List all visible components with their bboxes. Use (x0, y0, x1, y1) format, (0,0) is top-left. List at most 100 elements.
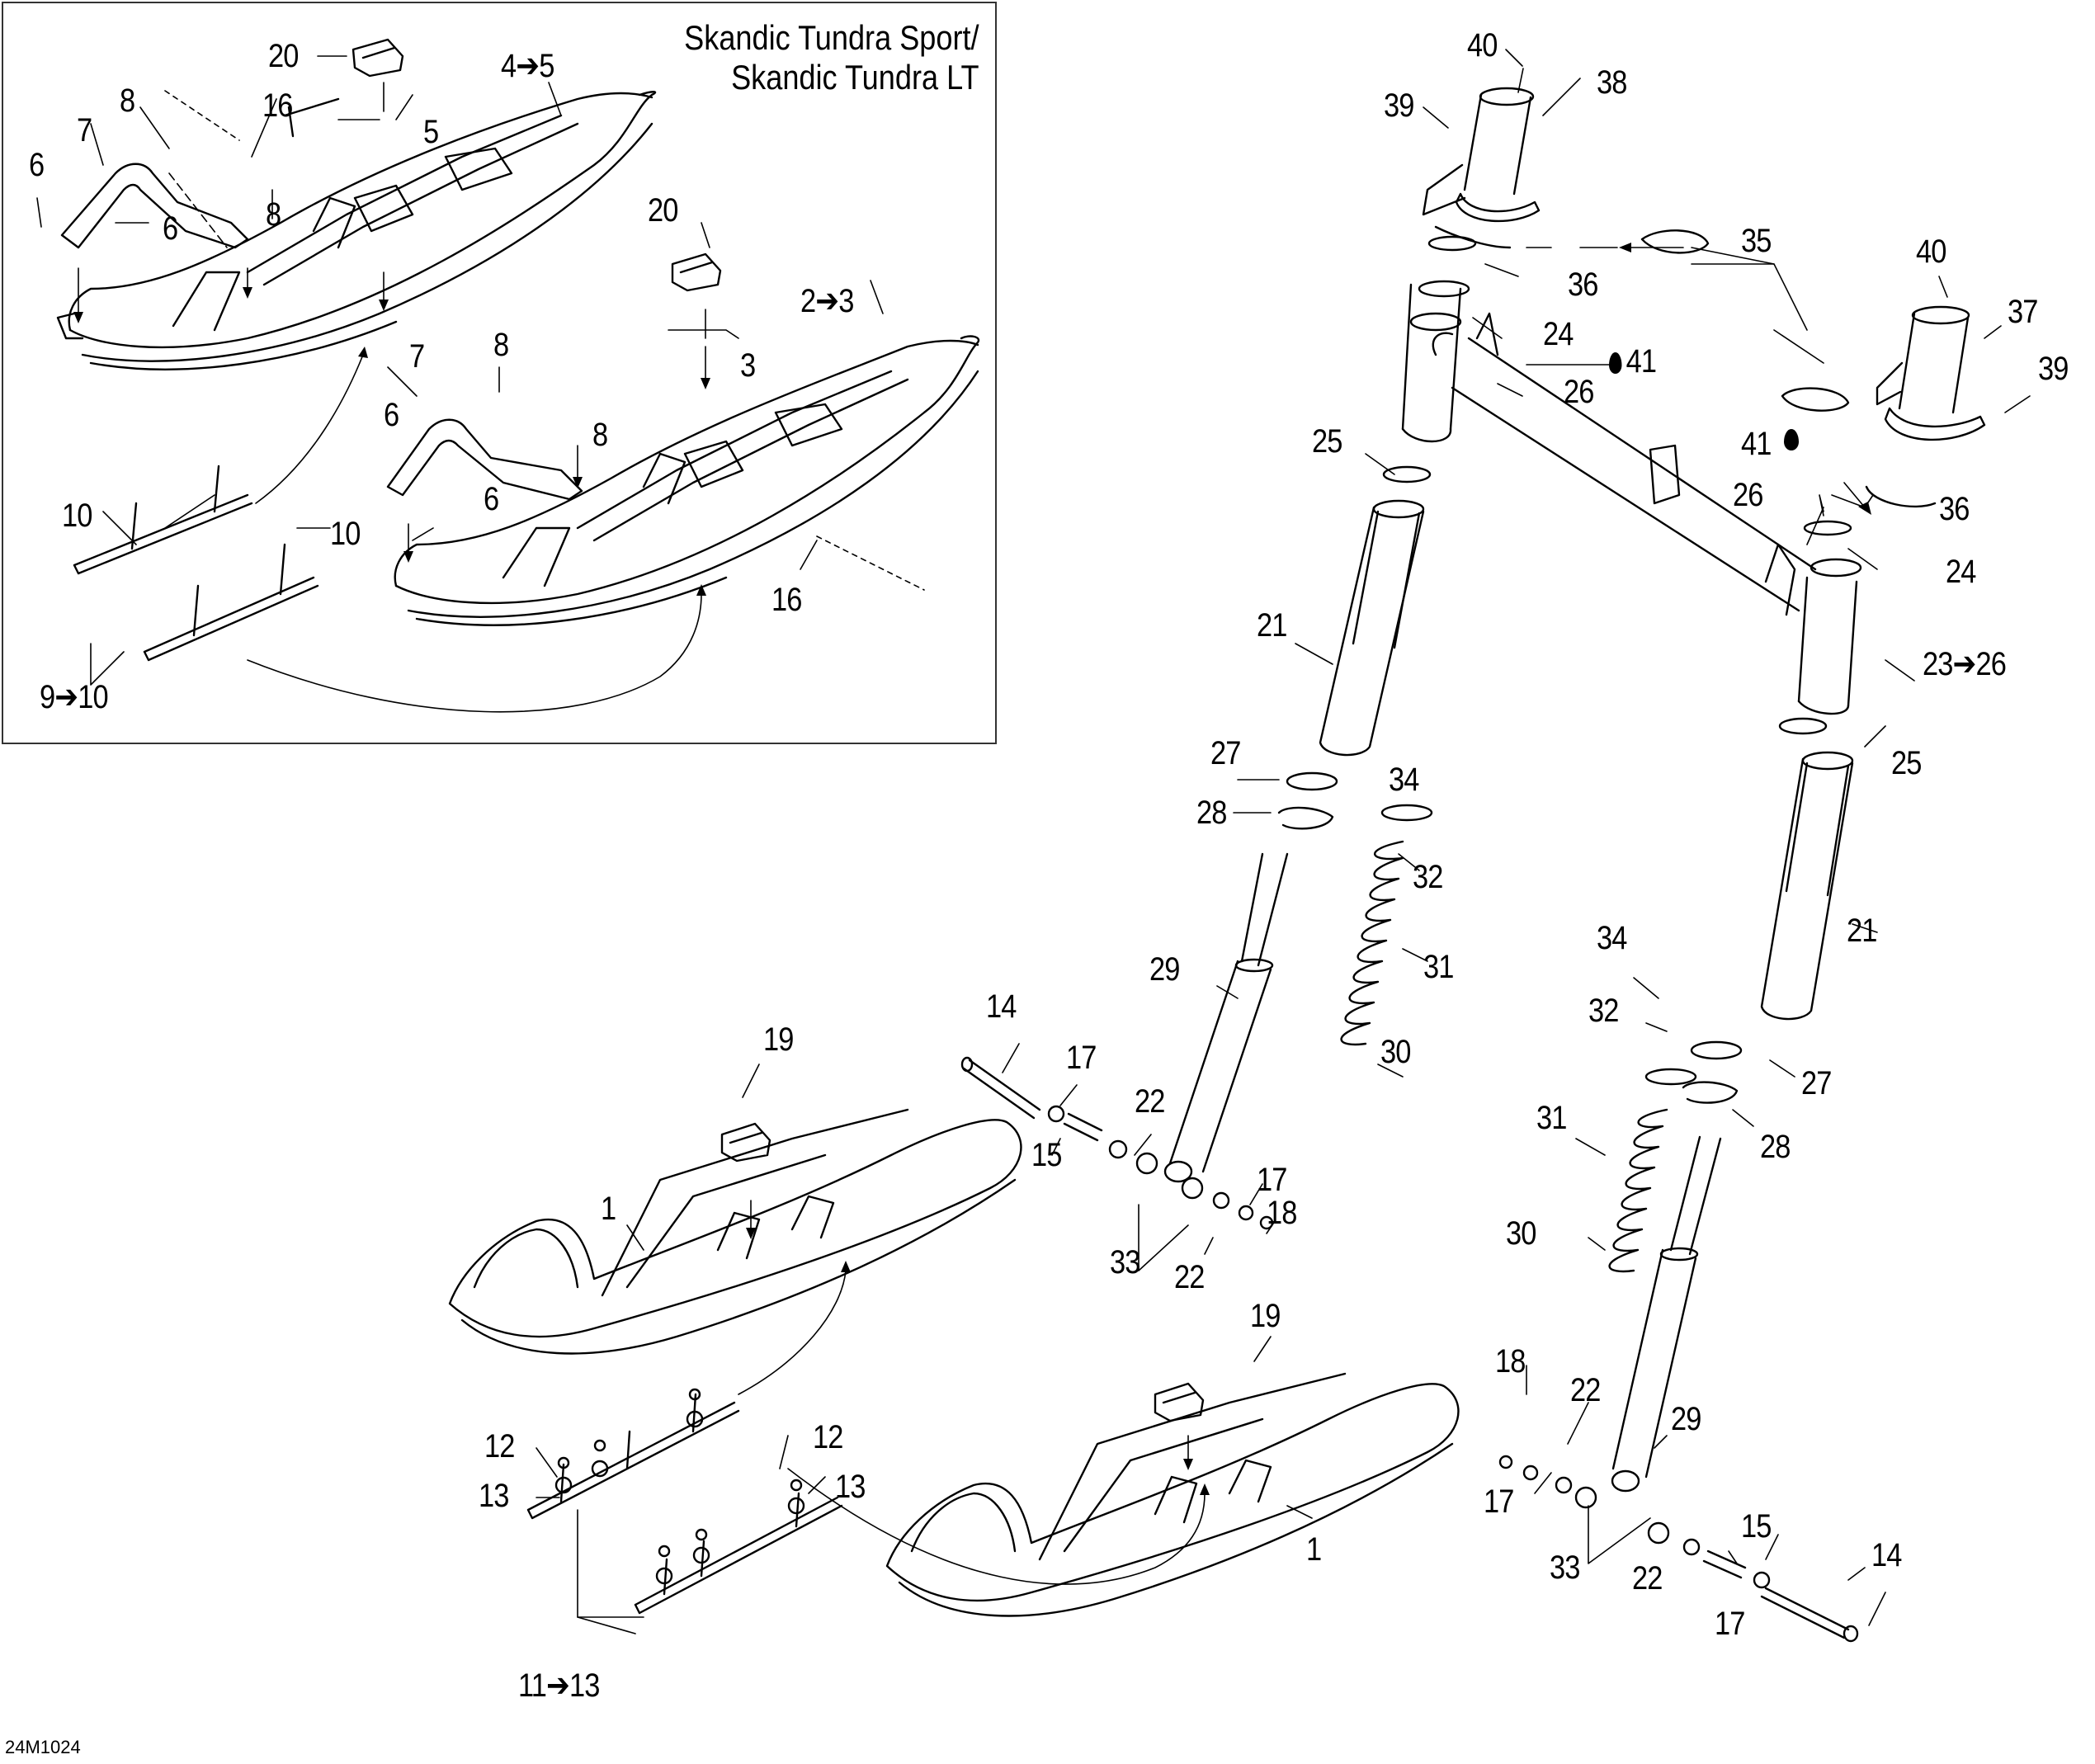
callout-26: 26 (1733, 477, 1763, 513)
inset-leaders (36, 55, 925, 713)
callout-8: 8 (120, 83, 135, 119)
leg-21-right (1760, 751, 1854, 1021)
callout-6: 6 (484, 481, 499, 517)
callout-17: 17 (1257, 1162, 1287, 1198)
callout-19: 19 (763, 1021, 794, 1058)
spring-31-left (1340, 840, 1404, 1046)
runner-9-a (73, 465, 253, 575)
ski-1-left (448, 1108, 1022, 1355)
callout-41: 41 (1609, 345, 1657, 378)
ski-upper-inset (56, 91, 657, 370)
callout-34: 34 (1597, 920, 1627, 956)
spindle-37 (1876, 305, 1986, 441)
callout-6: 6 (384, 397, 399, 433)
spring-31-right (1608, 1108, 1668, 1273)
runner-11-b (634, 1479, 843, 1615)
callout-18: 18 (1267, 1195, 1297, 1231)
callout-1: 1 (1306, 1531, 1322, 1568)
callout-12: 12 (813, 1419, 843, 1455)
inset-title-line1: Skandic Tundra Sport/ (684, 18, 979, 57)
callout-28: 28 (1196, 795, 1227, 831)
runner-11-a (526, 1388, 740, 1520)
callout-30: 30 (1506, 1215, 1536, 1252)
callout-30: 30 (1380, 1034, 1411, 1070)
ski-1-right (885, 1372, 1460, 1617)
callout-14: 14 (1871, 1537, 1902, 1573)
callout-29: 29 (1149, 951, 1180, 988)
callout-7: 7 (409, 338, 425, 375)
rings (1277, 225, 1937, 1104)
callout-29: 29 (1671, 1401, 1701, 1437)
callout-24: 24 (1543, 316, 1574, 352)
callout-6: 6 (163, 210, 178, 247)
callout-22: 22 (1632, 1560, 1663, 1597)
callout-17: 17 (1715, 1606, 1745, 1642)
handle-7-lower (386, 418, 583, 501)
callout-28: 28 (1760, 1129, 1791, 1165)
callout-24: 24 (1946, 554, 1976, 590)
callout-7: 7 (77, 112, 92, 149)
leg-21-left (1319, 499, 1425, 757)
callout-17: 17 (1066, 1040, 1097, 1076)
callout-25: 25 (1312, 423, 1342, 460)
handle-7-upper (60, 163, 249, 249)
callout-22: 22 (1174, 1259, 1205, 1295)
callout-17: 17 (1484, 1483, 1514, 1520)
callout-2-3: 2➔3 (800, 283, 854, 319)
callout-10: 10 (62, 498, 92, 534)
inset-arrowheads (73, 287, 710, 596)
callout-14: 14 (986, 988, 1017, 1025)
callout-8: 8 (266, 196, 281, 233)
oil-drop-icon (1609, 352, 1622, 374)
spring-seat-34-right (1644, 1068, 1697, 1086)
callout-27: 27 (1801, 1065, 1832, 1101)
callout-22: 22 (1135, 1083, 1165, 1120)
callout-23-26: 23➔26 (1923, 646, 2007, 682)
spring-seat-34-left (1380, 804, 1433, 822)
callout-13: 13 (479, 1478, 509, 1514)
callout-36: 36 (1568, 266, 1598, 303)
bolt-14-right (1498, 1455, 1859, 1643)
callout-37: 37 (2008, 294, 2038, 330)
bumper-19-b (1154, 1382, 1205, 1422)
callout-40: 40 (1467, 27, 1498, 64)
callout-22: 22 (1570, 1372, 1601, 1408)
callout-27: 27 (1210, 735, 1241, 771)
callout-16: 16 (262, 87, 293, 124)
main-arrowheads (746, 243, 1871, 1495)
ski-lower-inset (394, 335, 980, 626)
main-leaders (536, 49, 2031, 1634)
callout-10: 10 (330, 516, 361, 552)
callout-36: 36 (1939, 491, 1970, 527)
callout-19: 19 (1250, 1298, 1281, 1334)
callout-20: 20 (268, 38, 299, 74)
callout-40: 40 (1916, 233, 1946, 270)
callout-39: 39 (1384, 87, 1414, 124)
callout-41: 41 (1741, 426, 1772, 462)
callout-13: 13 (835, 1469, 866, 1505)
callout-31: 31 (1536, 1100, 1567, 1136)
spindle-38 (1422, 87, 1541, 223)
callout-33: 33 (1110, 1244, 1140, 1281)
inset-frame (2, 2, 997, 744)
callout-9-10: 9➔10 (40, 679, 109, 715)
runner-9-b (143, 543, 319, 662)
callout-15: 15 (1031, 1137, 1062, 1173)
callout-16: 16 (771, 582, 802, 618)
oil-drop-icon (1784, 429, 1799, 450)
callout-35: 35 (1741, 223, 1772, 259)
callout-21: 21 (1847, 913, 1877, 949)
shock-29-left (1163, 852, 1289, 1183)
callout-18: 18 (1495, 1343, 1526, 1380)
callout-3: 3 (740, 347, 756, 384)
frame-23 (1401, 283, 1862, 715)
callout-32: 32 (1413, 859, 1443, 895)
callout-32: 32 (1588, 993, 1619, 1029)
callout-31: 31 (1423, 949, 1454, 985)
bolt-14-left (960, 1056, 1274, 1230)
callout-20: 20 (648, 192, 678, 229)
callout-8: 8 (493, 327, 509, 363)
callout-5: 5 (423, 114, 439, 150)
callout-12: 12 (484, 1428, 515, 1464)
